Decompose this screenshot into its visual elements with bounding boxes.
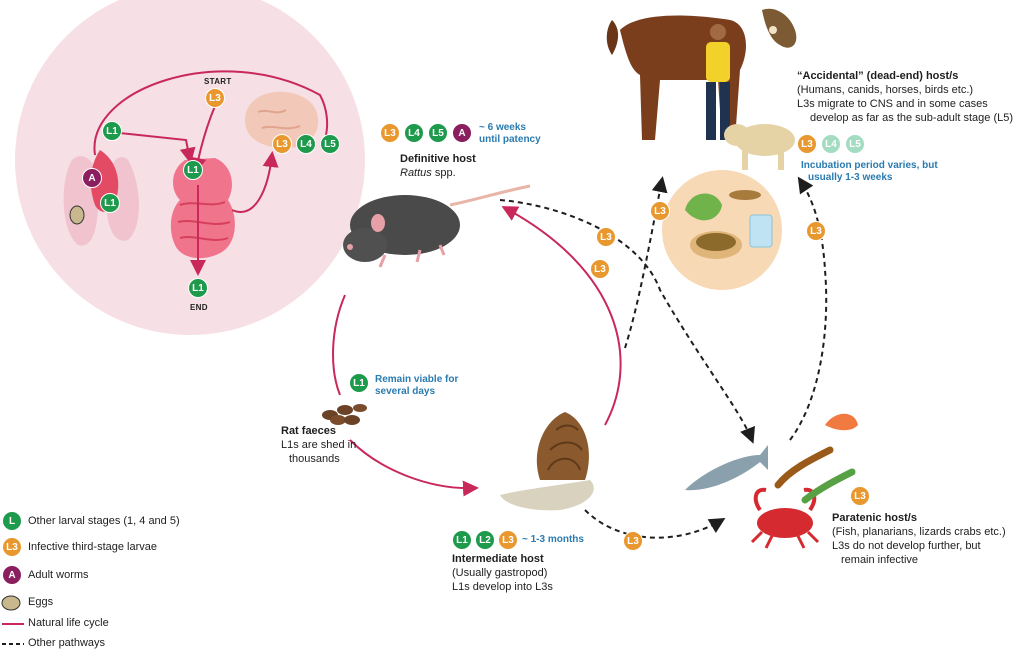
rat-faeces-title: Rat faeces bbox=[281, 425, 337, 437]
inset-l1-badge-top: L1 bbox=[102, 121, 122, 141]
legend-egg-icon bbox=[1, 595, 21, 611]
legend-label-eggs: Eggs bbox=[28, 596, 54, 608]
inset-arrow-gut-brain bbox=[231, 151, 279, 213]
dashed-snail-to-accidental bbox=[624, 176, 668, 349]
genus-suffix: spp. bbox=[431, 167, 456, 179]
intermediate-badge-l3: L3 bbox=[498, 530, 518, 550]
legend-badge-l3: L3 bbox=[2, 537, 22, 557]
paratenic-l3-badge: L3 bbox=[850, 486, 870, 506]
definitive-badge-l4: L4 bbox=[404, 123, 424, 143]
definitive-time-note: ~ 6 weeks until patency bbox=[479, 122, 541, 145]
intermediate-host-line1: (Usually gastropod) bbox=[452, 567, 548, 579]
intermediate-badge-l1: L1 bbox=[452, 530, 472, 550]
genus-name: Rattus bbox=[400, 167, 432, 179]
lizard-icon bbox=[801, 468, 856, 504]
faeces-icon bbox=[322, 404, 367, 425]
legend-label-larval-stages: Other larval stages (1, 4 and 5) bbox=[28, 515, 180, 527]
legend-label-natural-cycle: Natural life cycle bbox=[28, 617, 109, 629]
definitive-badge-l5: L5 bbox=[428, 123, 448, 143]
fish-icon bbox=[685, 445, 768, 491]
definitive-host-subtitle: Rattus spp. bbox=[400, 167, 456, 180]
definitive-badge-l3: L3 bbox=[380, 123, 400, 143]
intermediate-time-note: ~ 1-3 months bbox=[522, 534, 584, 545]
accidental-host-line1: (Humans, canids, horses, birds etc.) bbox=[797, 84, 974, 96]
legend-badge-l: L bbox=[2, 511, 22, 531]
accidental-host-line3: develop as far as the sub-adult stage (L… bbox=[810, 112, 1014, 124]
faeces-l1-badge: L1 bbox=[349, 373, 369, 393]
accidental-host-line2: L3s migrate to CNS and in some cases bbox=[797, 98, 988, 110]
legend-label-adult-worms: Adult worms bbox=[28, 569, 89, 581]
person-icon bbox=[706, 24, 730, 140]
snail-icon bbox=[500, 412, 594, 511]
paratenic-host-line2: L3s do not develop further, but bbox=[832, 540, 981, 552]
pathway-badge-snail-paratenic: L3 bbox=[623, 531, 643, 551]
definitive-host-title: Definitive host bbox=[400, 153, 476, 165]
dashed-snail-to-paratenic bbox=[584, 509, 726, 539]
brain-icon bbox=[245, 91, 319, 149]
legend-label-other-pathways: Other pathways bbox=[28, 637, 106, 649]
legend-item-infective-larvae: L3 Infective third-stage larvae bbox=[2, 537, 157, 557]
inset-l3-badge-brain: L3 bbox=[272, 134, 292, 154]
pathway-badge-food: L3 bbox=[650, 201, 670, 221]
incubation-line1: Incubation period varies, but bbox=[801, 160, 938, 171]
inset-l4-badge: L4 bbox=[296, 134, 316, 154]
inset-l5-badge: L5 bbox=[320, 134, 340, 154]
inset-arrow-l1-gut bbox=[109, 131, 196, 164]
accidental-badge-l3: L3 bbox=[797, 134, 817, 154]
pathway-badge-natural: L3 bbox=[590, 259, 610, 279]
incubation-line2: usually 1-3 weeks bbox=[808, 172, 893, 183]
inset-arrow-brain-lungs bbox=[93, 70, 329, 156]
legend-badge-adult: A bbox=[2, 565, 22, 585]
paratenic-host-line1: (Fish, planarians, lizards crabs etc.) bbox=[832, 526, 1006, 538]
inset-l1-badge-end: L1 bbox=[188, 278, 208, 298]
definitive-badge-adult: A bbox=[452, 123, 472, 143]
centipede-icon bbox=[774, 446, 834, 489]
arrow-faeces-to-snail bbox=[349, 439, 479, 497]
intermediate-host-title: Intermediate host bbox=[452, 553, 544, 565]
legend-label-infective-larvae: Infective third-stage larvae bbox=[28, 541, 158, 553]
inset-adult-badge: A bbox=[82, 168, 102, 188]
paratenic-host-title: Paratenic host/s bbox=[832, 512, 917, 524]
faeces-viability-line2: several days bbox=[375, 386, 436, 397]
legend-item-adult-worms: A Adult worms bbox=[2, 565, 89, 585]
intermediate-badge-l2: L2 bbox=[475, 530, 495, 550]
legend-item-larval-stages: L Other larval stages (1, 4 and 5) bbox=[2, 511, 180, 531]
rat-faeces-line1: L1s are shed in bbox=[281, 439, 357, 451]
arrow-snail-to-rat bbox=[501, 206, 622, 426]
inset-end-label: END bbox=[190, 303, 208, 312]
accidental-badge-l4: L4 bbox=[821, 134, 841, 154]
accidental-host-title: “Accidental” (dead-end) host/s bbox=[797, 70, 959, 82]
food-plate-icon bbox=[662, 170, 782, 290]
dashed-paratenic-to-accidental bbox=[789, 176, 828, 441]
intermediate-host-line2: L1s develop into L3s bbox=[452, 581, 553, 593]
dog-icon bbox=[724, 124, 795, 170]
faeces-viability-line1: Remain viable for bbox=[375, 374, 459, 385]
arrow-rat-to-faeces bbox=[332, 294, 346, 396]
inset-l3-start-badge: L3 bbox=[205, 88, 225, 108]
accidental-badge-l5: L5 bbox=[845, 134, 865, 154]
pathway-badge-rat: L3 bbox=[596, 227, 616, 247]
rat-icon bbox=[343, 184, 531, 268]
pathway-badge-paratenic-accidental: L3 bbox=[806, 221, 826, 241]
paratenic-host-line3: remain infective bbox=[841, 554, 919, 566]
shrimp-icon bbox=[825, 413, 858, 431]
inset-l1-badge-gut: L1 bbox=[183, 160, 203, 180]
intestine-icon bbox=[170, 158, 235, 259]
dashed-paratenic-to-rat bbox=[499, 199, 755, 444]
bird-icon bbox=[762, 8, 797, 48]
rat-faeces-line2: thousands bbox=[289, 453, 340, 465]
inset-start-label: START bbox=[204, 77, 232, 86]
inset-l1-badge-lungs: L1 bbox=[100, 193, 120, 213]
